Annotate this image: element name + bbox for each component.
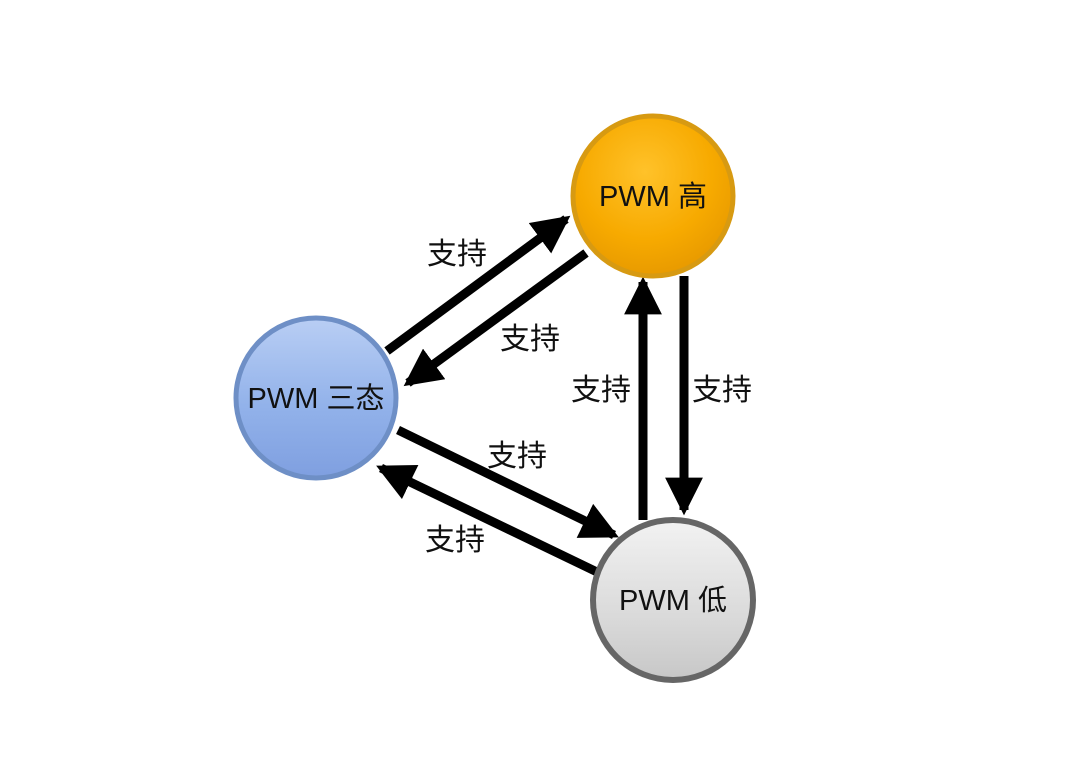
edge-high-to-tristate — [403, 249, 589, 387]
label-low-to-high: 支持 — [571, 373, 631, 408]
label-tristate-to-high: 支持 — [427, 237, 487, 272]
edge-tristate-to-low — [396, 425, 619, 540]
node-pwm-high: PWM 高 — [570, 113, 736, 279]
label-high-to-low: 支持 — [692, 373, 752, 408]
label-high-to-tristate: 支持 — [500, 322, 560, 357]
node-pwm-low-label: PWM 低 — [619, 584, 727, 617]
node-pwm-tristate: PWM 三态 — [233, 315, 399, 481]
node-pwm-low: PWM 低 — [590, 517, 756, 683]
node-pwm-high-label: PWM 高 — [599, 180, 707, 213]
edges — [376, 215, 703, 577]
label-tristate-to-low: 支持 — [487, 439, 547, 474]
edge-labels: 支持 支持 支持 支持 支持 支持 — [425, 237, 752, 558]
label-low-to-tristate: 支持 — [425, 523, 485, 558]
edge-tristate-to-high — [384, 215, 571, 355]
node-pwm-tristate-label: PWM 三态 — [248, 382, 385, 415]
edge-low-to-tristate — [376, 463, 599, 577]
